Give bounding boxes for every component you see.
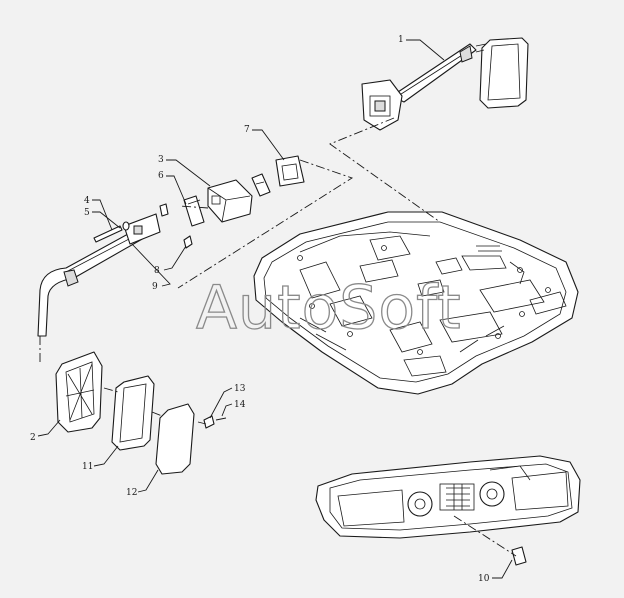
part-3-clamp-housing (207, 179, 253, 223)
part-13-14-fasteners (203, 415, 227, 429)
part-7-gasket (275, 155, 305, 187)
callout-11: 11 (82, 462, 93, 472)
callout-4: 4 (84, 196, 90, 206)
callout-3: 3 (158, 155, 164, 165)
part-2-mirror-housing (55, 351, 103, 433)
callout-12: 12 (126, 488, 137, 498)
clip-plate (251, 173, 271, 197)
callout-8: 8 (154, 266, 160, 276)
part-8-screw (183, 235, 193, 249)
bolt-top (159, 203, 169, 217)
part-1-right-mirror-assembly (361, 37, 529, 131)
part-10-clip (511, 546, 527, 566)
cab-roof-panel (253, 211, 579, 395)
part-9-left-mirror-arm (37, 213, 161, 337)
callout-14: 14 (234, 400, 246, 410)
part-12-mirror-glass (155, 403, 195, 475)
assembly-lines (39, 117, 517, 557)
callout-5: 5 (84, 208, 90, 218)
watermark-text: AutoSoft (196, 273, 462, 343)
callout-10: 10 (478, 574, 490, 584)
callout-9: 9 (152, 282, 158, 292)
callout-6: 6 (158, 171, 164, 181)
headliner-console (315, 455, 581, 539)
part-6-bracket (183, 195, 205, 227)
callout-1: 1 (398, 35, 404, 45)
callout-labels: 1 2 3 4 5 6 7 8 9 10 11 12 13 14 (30, 35, 490, 584)
leader-lines (37, 39, 513, 579)
callout-7: 7 (244, 125, 250, 135)
part-11-mirror-frame (111, 375, 155, 451)
callout-13: 13 (234, 384, 246, 394)
callout-2: 2 (30, 433, 36, 443)
part-5-washer (122, 221, 130, 231)
part-4-bolt (93, 225, 123, 243)
